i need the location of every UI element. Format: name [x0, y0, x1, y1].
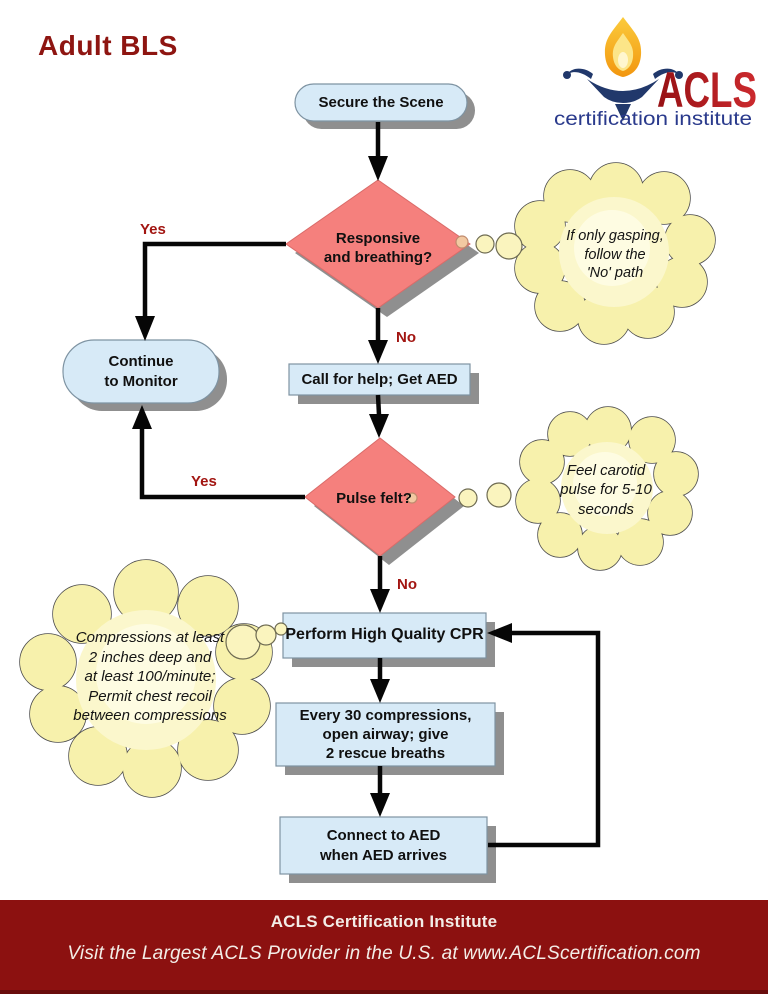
node-every-30-compressions: Every 30 compressions, open airway; give… [299, 706, 472, 763]
edge-label-yes-pulse: Yes [191, 473, 217, 490]
thought-trail-compressions [225, 622, 288, 660]
torch-flame-icon [563, 17, 683, 121]
cloud-note-carotid: Feel carotid pulse for 5-10 seconds [560, 461, 652, 518]
node-responsive-breathing: Responsive and breathing? [323, 229, 433, 266]
edge-label-no-pulse: No [397, 576, 417, 593]
footer-tagline: Visit the Largest ACLS Provider in the U… [67, 943, 701, 964]
node-perform-cpr: Perform High Quality CPR [285, 626, 484, 644]
node-continue-monitor: Continue to Monitor [104, 353, 178, 390]
arrowheads [132, 156, 512, 817]
edge-label-yes-responsive: Yes [140, 221, 166, 238]
edge-label-no-responsive: No [396, 329, 416, 346]
node-pulse-felt: Pulse felt? [336, 490, 412, 508]
arrow-yes-pulse [139, 428, 305, 500]
logo-subtitle: certification institute [554, 109, 752, 130]
arrow-loop-connect-to-cpr [488, 630, 601, 848]
footer-institute-name: ACLS Certification Institute [270, 912, 498, 931]
page-title: Adult BLS [38, 30, 178, 61]
secure-scene-shape [294, 83, 468, 122]
node-secure-scene: Secure the Scene [318, 93, 444, 111]
cpr-shape [282, 612, 487, 659]
acls-wordmark: ACLS [657, 62, 757, 118]
thought-trail-gasping [455, 232, 523, 260]
gasping-cloud [514, 162, 716, 345]
cloud-note-compressions: Compressions at least 2 inches deep and … [73, 629, 227, 725]
arrow-call-to-pulse [375, 394, 382, 416]
arrow-yes-responsive [142, 241, 286, 317]
continue-monitor-shape [62, 339, 220, 404]
cloud-note-gasping: If only gasping, follow the 'No' path [566, 227, 664, 282]
thought-trail-carotid [406, 482, 512, 508]
connect-aed-shape [279, 816, 488, 875]
node-connect-aed: Connect to AED when AED arrives [320, 827, 447, 864]
acls-logo: ACLS certification institute [554, 17, 757, 130]
every-30-shape [275, 702, 496, 767]
footer-banner: ACLS Certification Institute Visit the L… [0, 900, 768, 994]
compressions-cloud [19, 559, 273, 798]
node-call-for-help: Call for help; Get AED [301, 370, 458, 388]
carotid-cloud [515, 406, 699, 571]
